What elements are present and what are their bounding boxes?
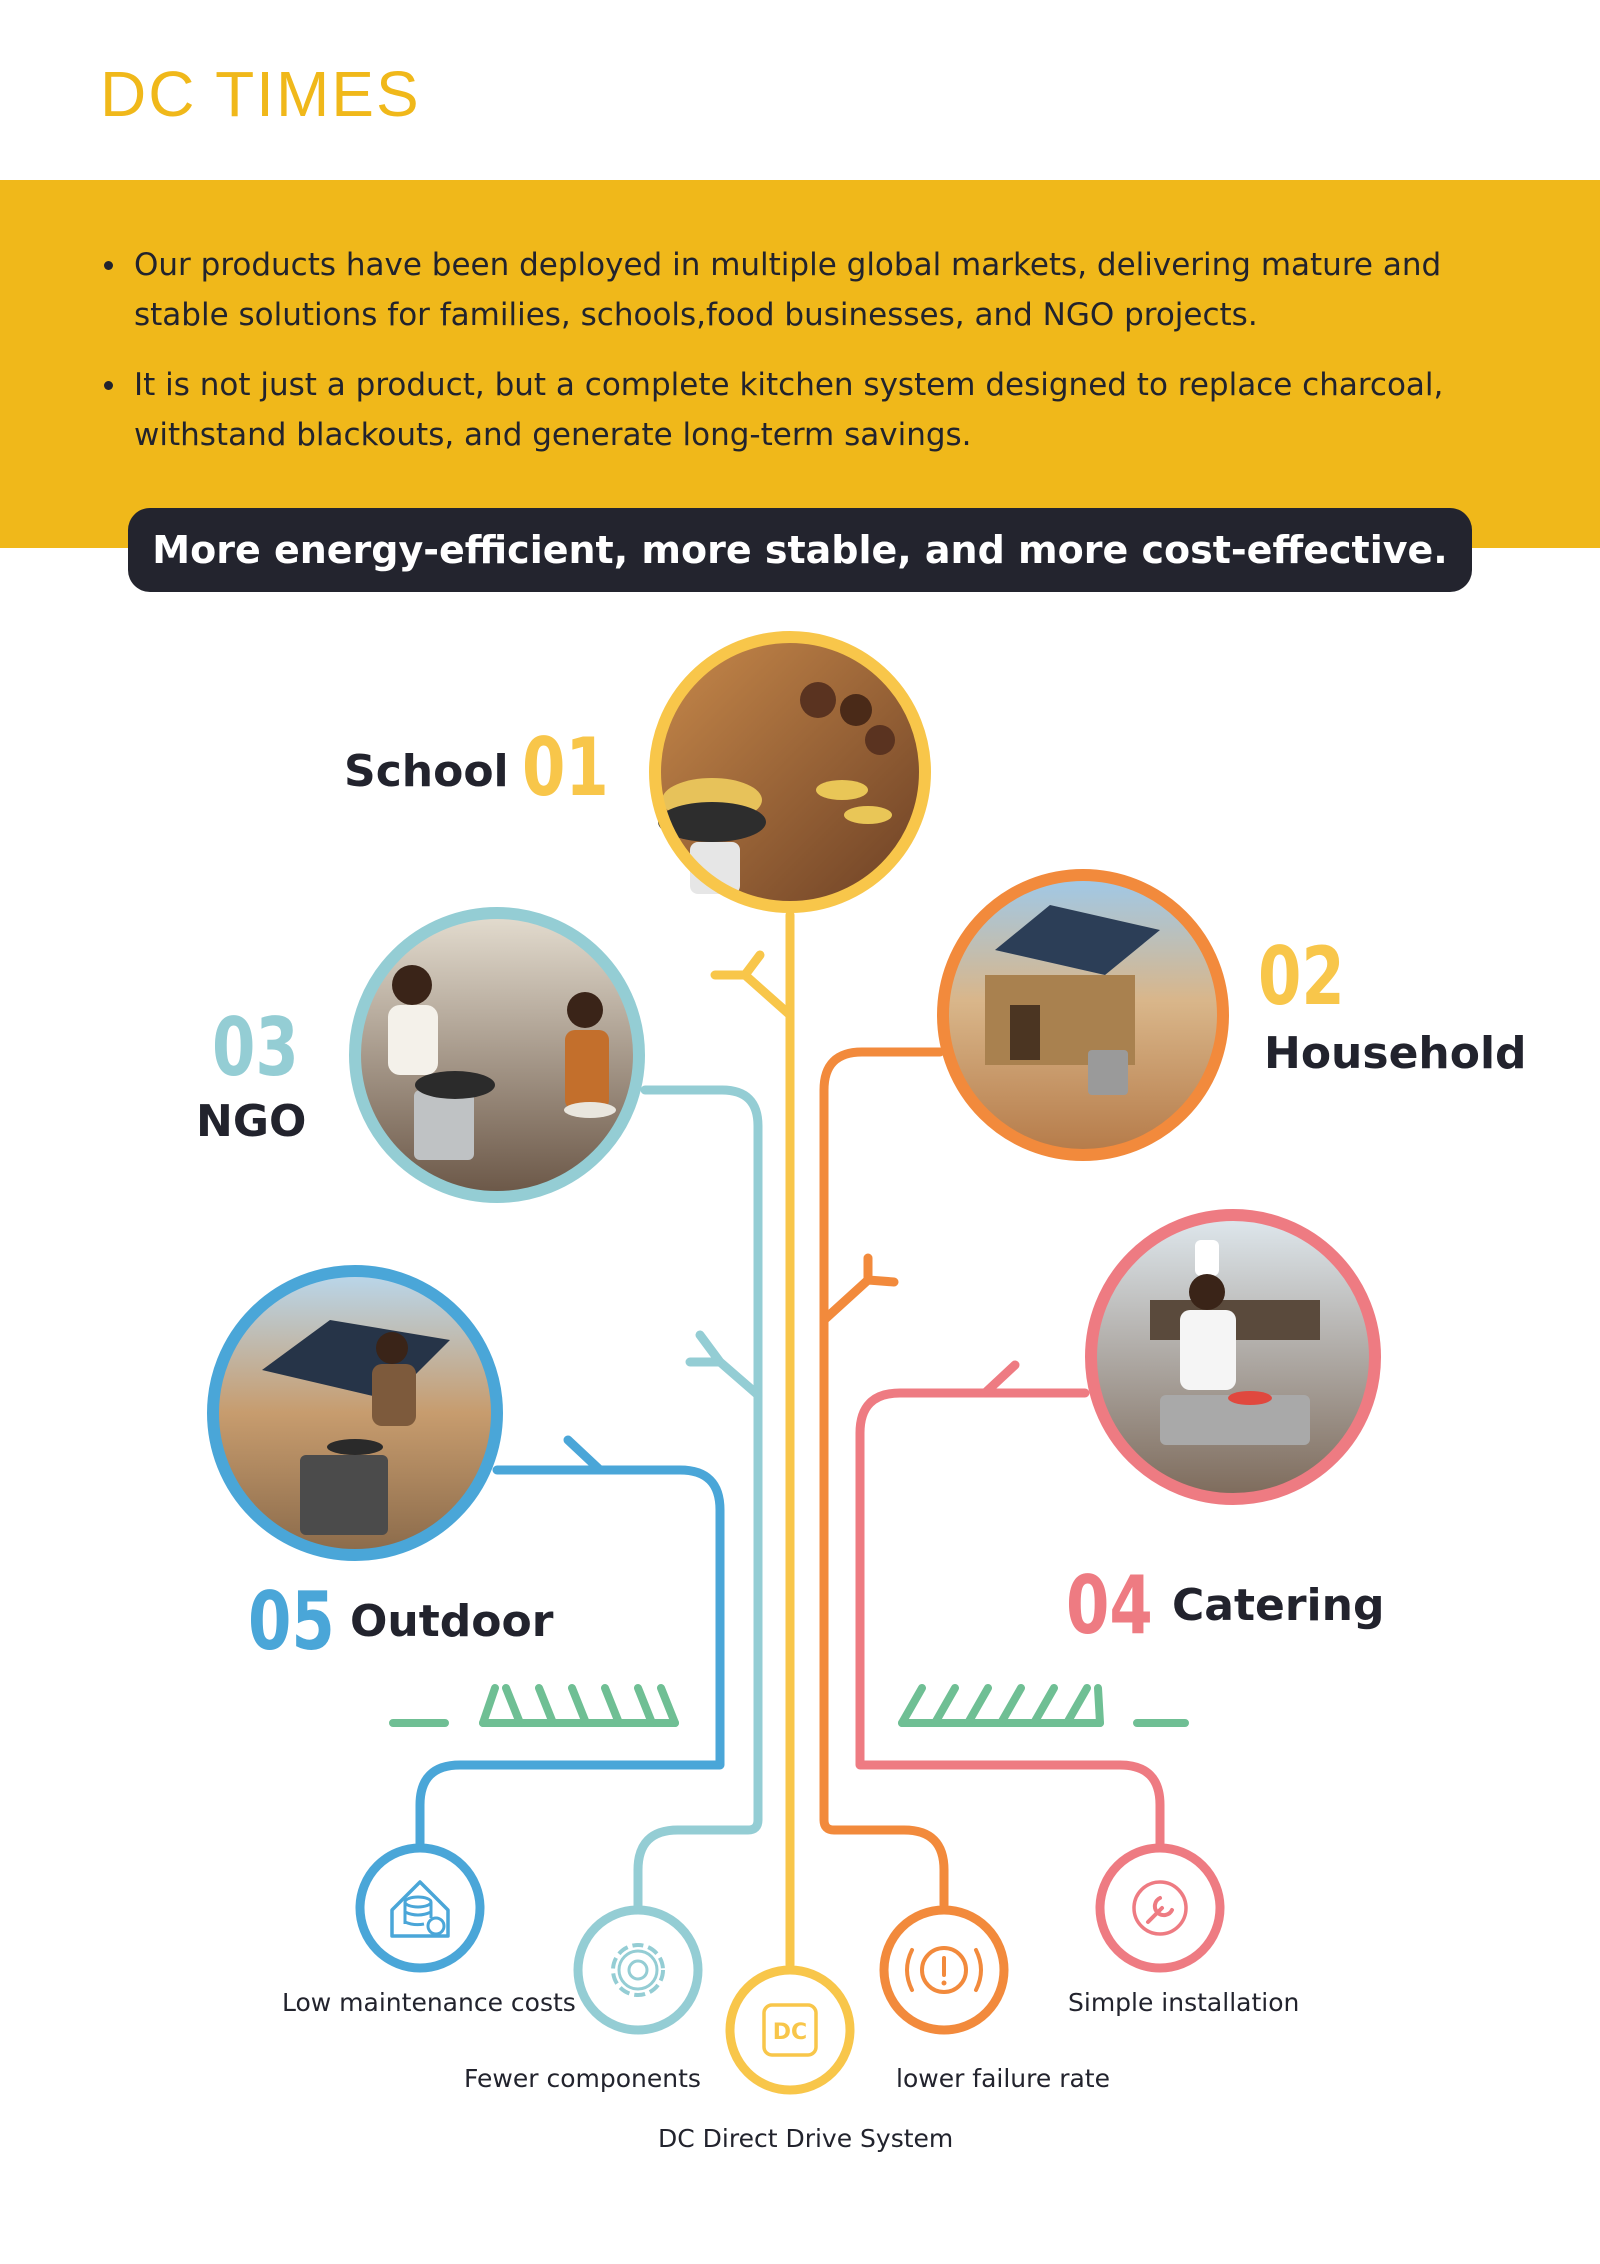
school-photo [649,631,931,913]
wrench-icon [1095,1843,1225,1973]
feature-label-lower-failure: lower failure rate [896,2064,1110,2093]
feature-label-low-maintenance: Low maintenance costs [282,1988,576,2017]
brand-title: DC TIMES [100,58,421,130]
school-number: 01 [522,721,609,814]
grass-decoration [389,1684,1189,1727]
school-twig [710,950,795,1020]
feature-label-fewer-components: Fewer components [464,2064,701,2093]
outdoor-branch-line [415,1465,725,1850]
feature-label-simple-installation: Simple installation [1068,1988,1300,2017]
outdoor-label: Outdoor [350,1596,554,1647]
dc-badge-icon: DC [725,1965,855,2095]
ngo-photo [349,907,645,1203]
household-label: Household [1264,1028,1527,1079]
tagline-banner: More energy-efficient, more stable, and … [128,508,1472,592]
household-photo [937,869,1229,1161]
catering-photo [1085,1209,1381,1505]
outdoor-twig [563,1435,605,1475]
catering-branch-line [855,1388,1165,1850]
outdoor-number: 05 [248,1575,335,1668]
intro-bullets: Our products have been deployed in multi… [100,240,1520,480]
ngo-number: 03 [212,1001,299,1094]
database-shield-icon [355,1843,485,1973]
school-label: School [344,746,509,797]
catering-twig [980,1360,1020,1398]
warning-circle-icon [879,1905,1009,2035]
household-number: 02 [1258,930,1345,1023]
intro-band [0,180,1600,548]
ngo-branch-line [633,1085,763,1927]
feature-label-dc-direct-drive: DC Direct Drive System [658,2124,954,2153]
catering-label: Catering [1172,1580,1385,1631]
bullet-item: It is not just a product, but a complete… [100,360,1520,460]
outdoor-photo [207,1265,503,1561]
gear-icon [573,1905,703,2035]
catering-number: 04 [1066,1559,1153,1652]
dc-badge-text: DC [773,2020,807,2045]
ngo-twig [685,1330,763,1400]
household-twig [819,1253,899,1325]
household-branch-line [819,1047,949,1910]
ngo-label: NGO [196,1096,307,1147]
bullet-item: Our products have been deployed in multi… [100,240,1520,340]
